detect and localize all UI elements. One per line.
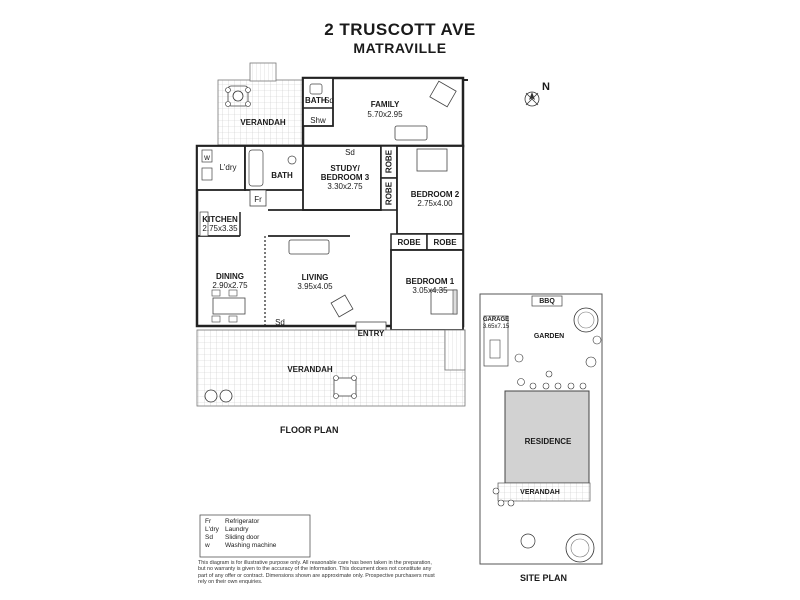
legend-key: w	[205, 542, 210, 549]
legend-row: L'dry Laundry	[205, 526, 305, 534]
verandah-bottom-deck	[196, 329, 466, 407]
garden-label: GARDEN	[533, 333, 565, 340]
kitchen-label: KITCHEN	[202, 215, 238, 224]
sd-top-label: Sd	[324, 96, 334, 105]
ldry-label: L'dry	[219, 163, 237, 172]
study-label-2: BEDROOM 3	[320, 173, 370, 182]
north-label: N	[542, 81, 550, 93]
sd-study-label: Sd	[345, 148, 355, 157]
entry-label: ENTRY	[357, 329, 385, 338]
shw-label: Shw	[310, 116, 326, 125]
kitchen-dim: 2.75x3.35	[202, 224, 238, 233]
residence-label: RESIDENCE	[524, 437, 572, 446]
north-arrow-icon	[524, 91, 540, 107]
garage-dim: 3.65x7.15	[482, 324, 510, 330]
legend-key: Fr	[205, 518, 212, 525]
bath-top-label: BATH	[305, 96, 327, 105]
legend-key: L'dry	[205, 526, 219, 533]
legend-row: Fr Refrigerator	[205, 518, 305, 526]
family-label: FAMILY	[370, 100, 400, 109]
address-title: 2 TRUSCOTT AVE	[324, 20, 476, 39]
legend-value: Laundry	[225, 526, 249, 533]
legend-key: Sd	[205, 534, 213, 541]
legend-box	[199, 514, 311, 558]
study-label: STUDY/	[330, 164, 360, 173]
legend-value: Washing machine	[225, 542, 277, 549]
bedroom-2-label: BEDROOM 2	[410, 190, 460, 199]
fridge-label: Fr	[254, 195, 262, 204]
garage-label: GARAGE	[482, 317, 510, 323]
w-label: w	[204, 153, 210, 162]
robe-label-2: ROBE	[384, 181, 394, 206]
legend-value: Sliding door	[225, 534, 260, 541]
floor-plan-caption: FLOOR PLAN	[280, 425, 339, 435]
site-plan-caption: SITE PLAN	[520, 573, 568, 583]
bbq-label: BBQ	[539, 298, 555, 305]
family-dim: 5.70x2.95	[367, 110, 403, 119]
bath-label: BATH	[271, 171, 293, 180]
suburb-title: MATRAVILLE	[353, 40, 447, 56]
legend-row: Sd Sliding door	[205, 534, 305, 542]
robe-label-4: ROBE	[433, 238, 457, 247]
dining-dim: 2.90x2.75	[212, 281, 248, 290]
verandah-top-label: VERANDAH	[240, 118, 286, 127]
disclaimer: This diagram is for illustrative purpose…	[198, 560, 435, 585]
study-dim: 3.30x2.75	[327, 182, 363, 191]
main-house	[195, 144, 465, 333]
living-dim: 3.95x4.05	[297, 282, 333, 291]
legend: Fr Refrigerator L'dry Laundry Sd Sliding do…	[205, 518, 305, 550]
bedroom-1-label: BEDROOM 1	[405, 277, 455, 286]
bedroom-2-dim: 2.75x4.00	[417, 199, 453, 208]
legend-row: w Washing machine	[205, 542, 305, 550]
dining-label: DINING	[216, 272, 244, 281]
sd-living-label: Sd	[275, 318, 285, 327]
robe-label-3: ROBE	[397, 238, 421, 247]
family-room	[301, 76, 468, 148]
verandah-top-deck	[217, 62, 304, 146]
site-verandah-label: VERANDAH	[520, 489, 560, 496]
living-label: LIVING	[301, 273, 329, 282]
verandah-bottom-label: VERANDAH	[287, 365, 333, 374]
robe-label-1: ROBE	[384, 149, 394, 174]
bedroom-1-dim: 3.05x4.35	[412, 286, 448, 295]
legend-value: Refrigerator	[225, 518, 260, 525]
site-plan	[479, 293, 603, 565]
